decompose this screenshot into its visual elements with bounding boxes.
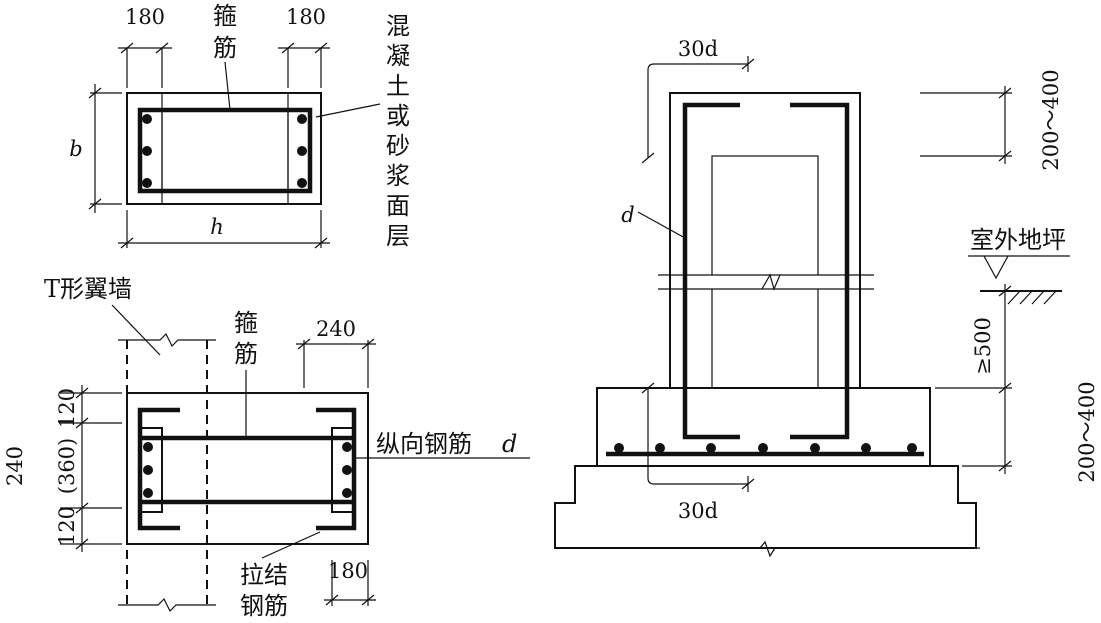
tick bbox=[155, 42, 169, 54]
tick bbox=[998, 150, 1012, 162]
stirrup bbox=[137, 107, 313, 194]
facing-char-8: 层 bbox=[386, 222, 410, 250]
depth-label: ≥500 bbox=[971, 317, 995, 375]
masonry-core bbox=[161, 109, 289, 192]
wing-wall-leader bbox=[111, 304, 161, 356]
ground-level-marker bbox=[983, 255, 1009, 280]
tick bbox=[281, 42, 295, 54]
break-line-top bbox=[118, 332, 216, 348]
tick bbox=[641, 382, 655, 394]
dim-180-bottom: 180 bbox=[328, 559, 368, 583]
column-bar-right bbox=[790, 102, 850, 440]
tick bbox=[75, 538, 89, 550]
longitudinal-bars bbox=[142, 114, 307, 188]
anchor-top-dim bbox=[647, 63, 748, 158]
stirrup-label-1: 箍 bbox=[213, 2, 237, 30]
tie-label-1: 拉结 bbox=[240, 561, 288, 589]
anchor-bottom-dim bbox=[647, 388, 748, 485]
facing-char-7: 面 bbox=[386, 192, 410, 220]
dim-v-120-bottom: 120 bbox=[55, 506, 79, 546]
tick bbox=[88, 198, 102, 210]
facing-char-6: 浆 bbox=[386, 162, 410, 190]
dim-v-240: 240 bbox=[3, 446, 27, 486]
break-gap bbox=[671, 275, 859, 289]
column-outline bbox=[669, 92, 861, 388]
tick bbox=[361, 594, 375, 606]
tick bbox=[75, 417, 89, 429]
stirrup-label-2: 筋 bbox=[213, 34, 237, 62]
bar-diameter-label: d bbox=[621, 203, 634, 227]
longitudinal-label: 纵向钢筋 bbox=[376, 430, 472, 458]
elevation-section: 30d d 30d 200～400 室外地坪 ≥500 200～ bbox=[554, 37, 1099, 558]
tick bbox=[120, 237, 134, 249]
bottom-left-section: T形翼墙 箍 筋 240 bbox=[3, 275, 530, 620]
tick bbox=[325, 594, 339, 606]
facing-char-2: 凝 bbox=[386, 42, 410, 70]
break-line-bottom bbox=[118, 597, 216, 613]
facing-leader bbox=[315, 103, 381, 118]
tick bbox=[998, 460, 1012, 472]
outer-facing-outline bbox=[126, 92, 322, 205]
longitudinal-symbol: d bbox=[502, 430, 517, 458]
facing-char-3: 土 bbox=[386, 72, 410, 100]
dim-v-120-top: 120 bbox=[55, 388, 79, 428]
anchor-top-label: 30d bbox=[678, 37, 718, 61]
dim-180-right: 180 bbox=[286, 5, 326, 29]
dim-180-left: 180 bbox=[125, 5, 165, 29]
ground-hatch bbox=[1007, 290, 1057, 305]
tick bbox=[75, 387, 89, 399]
dim-h: h bbox=[210, 215, 224, 239]
stirrup-label-2: 筋 bbox=[234, 340, 258, 368]
masonry-core bbox=[711, 155, 819, 389]
inner-core bbox=[139, 437, 355, 503]
tick bbox=[75, 502, 89, 514]
anchor-bottom-label: 30d bbox=[678, 499, 718, 523]
column-bar-left bbox=[682, 102, 740, 440]
top-left-section: 180 180 箍 筋 b h 混 凝 土 或 砂 浆 面 层 bbox=[69, 2, 410, 250]
break-symbol bbox=[761, 273, 781, 291]
tick bbox=[361, 338, 375, 350]
dim-b: b bbox=[69, 137, 82, 161]
right-tie-box bbox=[331, 427, 355, 513]
pilaster-section bbox=[126, 392, 369, 545]
tick bbox=[998, 87, 1012, 99]
tick bbox=[120, 42, 134, 54]
tie-label-2: 钢筋 bbox=[240, 592, 288, 620]
facing-char-1: 混 bbox=[386, 12, 410, 40]
footing-bar-dots bbox=[614, 443, 917, 453]
dim-v-360: (360) bbox=[55, 438, 79, 494]
stirrup-leader bbox=[224, 61, 231, 111]
tick bbox=[314, 237, 328, 249]
stirrup-label-1: 箍 bbox=[234, 309, 258, 337]
dim-240-top: 240 bbox=[316, 317, 356, 341]
longitudinal-bars bbox=[143, 442, 352, 498]
ground-label: 室外地坪 bbox=[970, 226, 1066, 254]
tick bbox=[297, 338, 311, 350]
tick bbox=[641, 152, 655, 164]
tick bbox=[314, 42, 328, 54]
foundation-break bbox=[759, 540, 776, 558]
tie-leader bbox=[261, 531, 321, 559]
facing-char-4: 或 bbox=[386, 102, 410, 130]
tick bbox=[998, 285, 1012, 297]
foundation bbox=[554, 465, 977, 549]
left-tie-box bbox=[139, 427, 163, 513]
dim-top-right: 200～400 bbox=[1039, 69, 1063, 170]
tick bbox=[998, 382, 1012, 394]
dim-bottom-right: 200～400 bbox=[1075, 381, 1099, 482]
bar-diameter-leader bbox=[637, 211, 686, 239]
tick bbox=[88, 87, 102, 99]
wing-wall-label: T形翼墙 bbox=[44, 275, 132, 303]
facing-char-5: 砂 bbox=[386, 132, 410, 160]
